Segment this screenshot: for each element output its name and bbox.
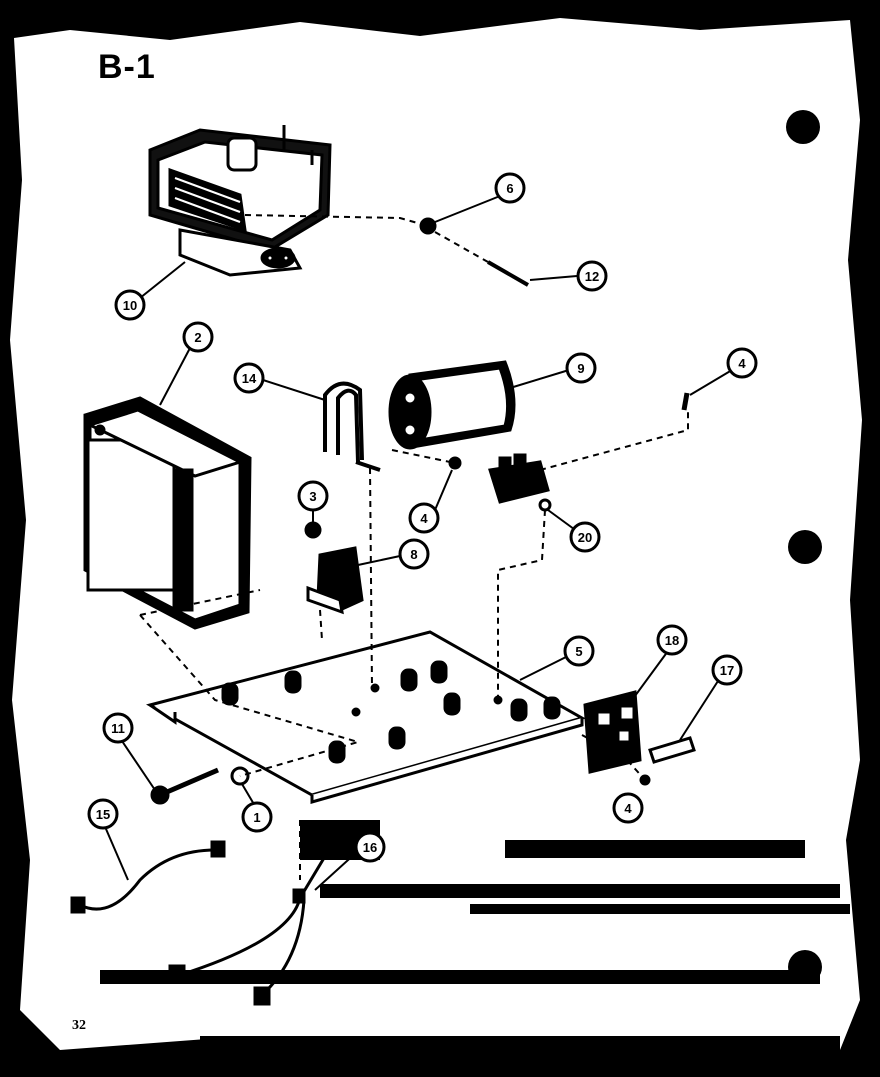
callout-label-4a: 4 xyxy=(738,356,746,371)
callout-label-16: 16 xyxy=(363,840,377,855)
callout-label-5: 5 xyxy=(575,644,582,659)
callout-label-20: 20 xyxy=(578,530,592,545)
callout-label-1: 1 xyxy=(253,810,260,825)
callout-label-10: 10 xyxy=(123,298,137,313)
callout-label-2: 2 xyxy=(194,330,201,345)
transformer xyxy=(83,396,252,630)
relay-component xyxy=(306,546,364,615)
callout-label-12: 12 xyxy=(585,269,599,284)
callout-circles xyxy=(87,172,758,863)
magnetron xyxy=(148,125,332,277)
switch-component xyxy=(488,453,552,512)
callout-label-18: 18 xyxy=(665,633,679,648)
page-title: B-1 xyxy=(98,48,156,86)
paper-sheet xyxy=(10,18,862,1052)
title-label-box xyxy=(76,42,172,98)
callout-label-9: 9 xyxy=(577,361,584,376)
fuse-holder xyxy=(583,690,642,774)
callout-label-8: 8 xyxy=(410,547,417,562)
callout-label-14: 14 xyxy=(242,371,257,386)
capacitor xyxy=(388,360,516,450)
fuse xyxy=(648,736,696,764)
binder-hole-top xyxy=(786,110,820,144)
assembly-lines xyxy=(139,214,689,880)
base-plate xyxy=(145,630,586,804)
callout-label-15: 15 xyxy=(96,807,110,822)
callout-label-3: 3 xyxy=(309,489,316,504)
page-number: 32 xyxy=(72,1018,86,1033)
binder-hole-bottom xyxy=(788,950,822,984)
callout-label-6: 6 xyxy=(506,181,513,196)
binder-hole-middle xyxy=(788,530,822,564)
callout-label-4b: 4 xyxy=(420,511,428,526)
callout-label-4c: 4 xyxy=(624,801,632,816)
capacitor-bracket xyxy=(323,381,381,472)
callout-label-11: 11 xyxy=(111,721,125,736)
callout-label-17: 17 xyxy=(720,663,734,678)
wire-harness xyxy=(70,840,332,1006)
